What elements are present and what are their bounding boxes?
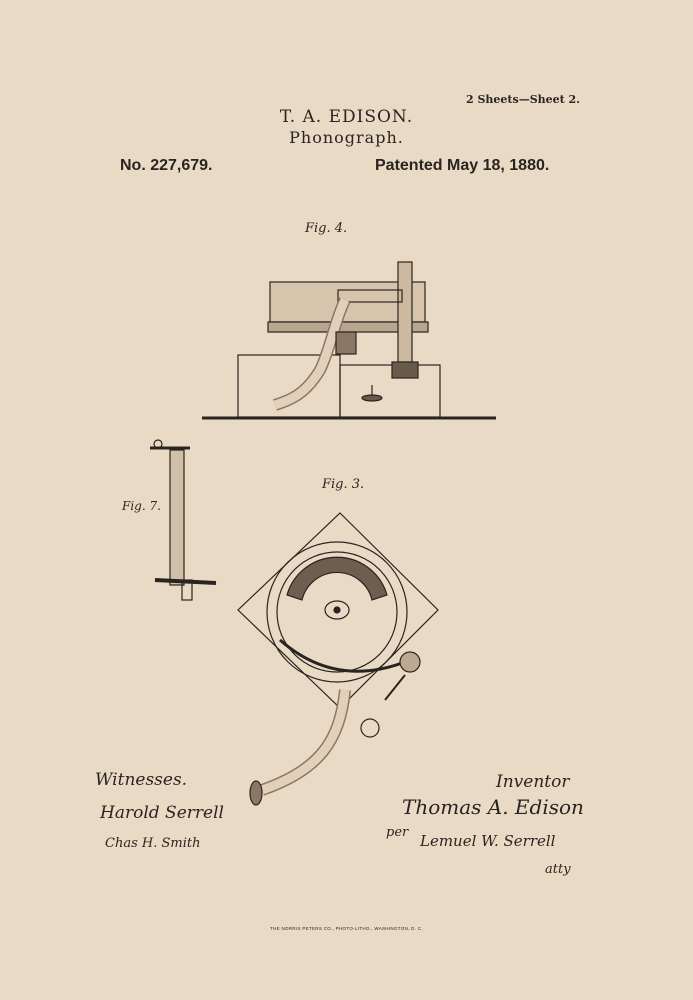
figure-7: Fig. 7.	[121, 440, 216, 600]
witnesses-label: Witnesses.	[95, 770, 187, 790]
witness-signature-1: Harold Serrell	[100, 803, 224, 823]
attorney-signature: Lemuel W. Serrell	[420, 832, 555, 850]
inventor-signature: Thomas A. Edison	[402, 795, 584, 819]
figure-4: Fig. 4.	[202, 221, 496, 418]
fig4-label: Fig. 4.	[304, 221, 347, 236]
inventor-label: Inventor	[496, 772, 569, 792]
fig7-label: Fig. 7.	[121, 499, 161, 513]
per-label: per	[386, 825, 408, 840]
figure-3: Fig. 3.	[238, 477, 438, 805]
printer-credit: THE NORRIS PETERS CO., PHOTO-LITHO., WAS…	[0, 926, 693, 931]
witness-signature-2: Chas H. Smith	[105, 836, 200, 851]
fig3-label: Fig. 3.	[321, 477, 364, 492]
atty-label: atty	[545, 862, 571, 877]
